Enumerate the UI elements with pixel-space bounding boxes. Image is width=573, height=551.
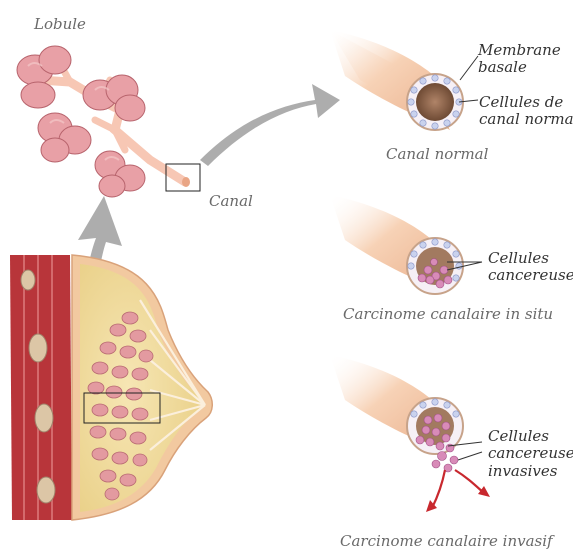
caption-in-situ: Carcinome canalaire in situ — [343, 306, 553, 323]
label-canal: Canal — [209, 193, 253, 210]
label-membrane-basale: Membrane basale — [478, 42, 561, 77]
lobule-cluster — [17, 46, 200, 197]
invasive-arrows — [432, 470, 485, 508]
label-cells-invasive-line1: Cellules — [488, 428, 573, 445]
duct-normal — [330, 30, 478, 130]
duct-invasive — [330, 355, 490, 512]
label-lobule: Lobule — [34, 16, 86, 33]
label-cells-normal-line1: Cellules de — [479, 94, 573, 111]
label-cells-cancer: Cellules cancereuses — [488, 250, 573, 285]
caption-canal-normal: Canal normal — [386, 146, 488, 163]
label-cells-normal-line2: canal normal — [479, 111, 573, 128]
label-cells-invasive-line3: invasives — [488, 463, 573, 480]
caption-invasive: Carcinome canalaire invasif — [340, 533, 553, 550]
label-cells-invasive: Cellules cancereuses invasives — [488, 428, 573, 480]
duct-in-situ — [330, 195, 482, 294]
label-cells-cancer-line2: cancereuses — [488, 267, 573, 284]
label-membrane-line1: Membrane — [478, 42, 561, 59]
label-cells-normal: Cellules de canal normal — [479, 94, 573, 129]
label-membrane-line2: basale — [478, 59, 561, 76]
breast-cross-section — [10, 255, 212, 520]
label-cells-cancer-line1: Cellules — [488, 250, 573, 267]
label-cells-invasive-line2: cancereuses — [488, 445, 573, 462]
